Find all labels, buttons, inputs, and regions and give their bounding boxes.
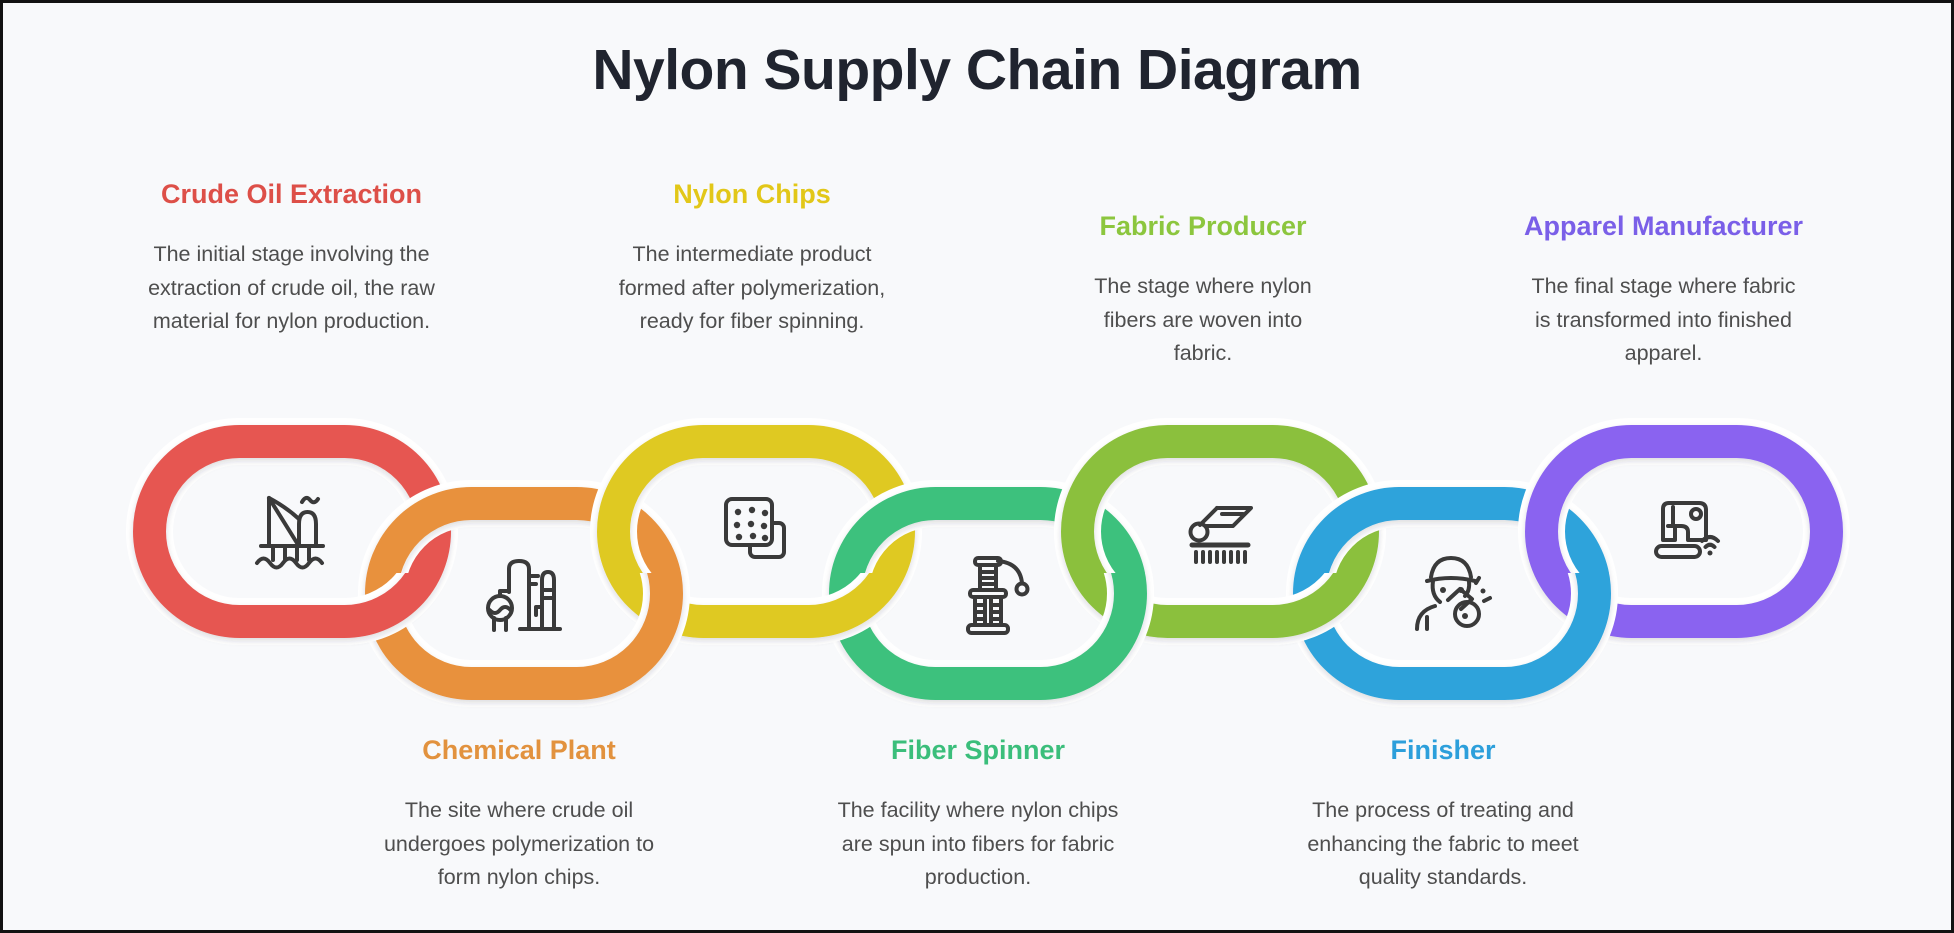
chemical-plant-icon	[476, 545, 572, 641]
stage-column-fiber-spinner: Fiber Spinner The facility where nylon c…	[833, 735, 1123, 895]
stage-title: Finisher	[1390, 735, 1496, 765]
nylon-chips-icon	[708, 483, 804, 579]
stage-column-finisher: Finisher The process of treating and enh…	[1307, 735, 1579, 895]
stage-column-fabric-producer: Fabric Producer The stage where nylon fi…	[1073, 211, 1333, 371]
diagram-title: Nylon Supply Chain Diagram	[592, 38, 1362, 102]
stage-description: The intermediate product formed after po…	[618, 242, 886, 333]
stage-title: Chemical Plant	[422, 735, 616, 765]
stage-column-chemical-plant: Chemical Plant The site where crude oil …	[369, 735, 669, 895]
stage-column-nylon-chips: Nylon Chips The intermediate product for…	[612, 179, 892, 339]
stage-title: Apparel Manufacturer	[1523, 211, 1804, 241]
stage-column-apparel-manufacturer: Apparel Manufacturer The final stage whe…	[1521, 211, 1806, 371]
stage-description: The site where crude oil undergoes polym…	[383, 798, 655, 889]
fabric-roll-icon	[1172, 483, 1268, 579]
stage-title: Nylon Chips	[673, 179, 831, 209]
fiber-spinner-icon	[940, 545, 1036, 641]
stage-title: Fiber Spinner	[890, 735, 1066, 765]
spray-worker-icon	[1404, 545, 1500, 641]
stage-description: The initial stage involving the extracti…	[148, 242, 435, 333]
stage-column-crude-oil-extraction: Crude Oil Extraction The initial stage i…	[144, 179, 439, 339]
stage-description: The final stage where fabric is transfor…	[1531, 274, 1796, 365]
stage-description: The stage where nylon fibers are woven i…	[1094, 274, 1312, 365]
stage-description: The process of treating and enhancing th…	[1307, 798, 1579, 889]
stage-description: The facility where nylon chips are spun …	[837, 798, 1119, 889]
stage-title: Crude Oil Extraction	[160, 179, 423, 209]
stage-title: Fabric Producer	[1099, 211, 1307, 241]
oil-rig-icon	[244, 483, 340, 579]
sewing-machine-icon	[1636, 483, 1732, 579]
